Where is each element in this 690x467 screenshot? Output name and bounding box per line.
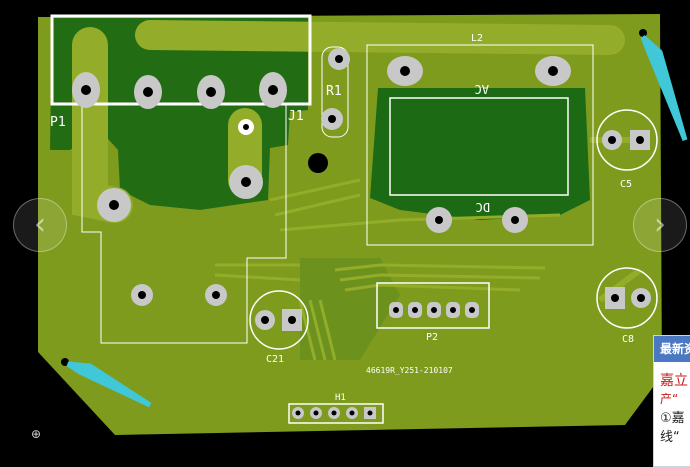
label-dc: DC: [476, 200, 490, 214]
label-j1: J1: [288, 109, 304, 124]
chevron-right-icon: ›: [654, 207, 666, 242]
label-ac: AC: [475, 82, 489, 96]
pcb-outline-left-module: [81, 104, 287, 344]
prev-image-button[interactable]: ‹: [13, 198, 67, 252]
annotation-arrow-bottom-left: [66, 361, 152, 408]
label-c8: C8: [622, 334, 634, 345]
pcb-board-view: P1 J1 R1 L2 AC DC C5 C8 C21 P2 H1 46619R…: [38, 14, 688, 435]
news-title[interactable]: 嘉立: [660, 373, 688, 389]
annotation-arrow-top-right: [640, 35, 688, 141]
label-c21: C21: [266, 354, 284, 365]
c21-outline: [249, 290, 309, 350]
part-number: 46619R_Y251-210107: [366, 366, 453, 375]
mounting-hole: [308, 153, 328, 173]
r1-outline: [321, 46, 349, 138]
p2-outline: [376, 282, 490, 329]
label-p1: P1: [50, 115, 66, 130]
label-p2: P2: [426, 332, 438, 343]
copper-pour-bottom: [300, 258, 400, 360]
c5-outline: [596, 109, 658, 171]
news-panel[interactable]: 最新资 嘉立 产“ ①嘉 线“: [653, 335, 690, 467]
next-image-button[interactable]: ›: [633, 198, 687, 252]
label-c5: C5: [620, 179, 632, 190]
news-subtitle: 产“: [660, 392, 679, 406]
news-panel-header: 最新资: [654, 336, 690, 362]
ac-dc-module-outline: [389, 97, 569, 196]
drill-holes: [61, 29, 647, 416]
mounting-hole: [639, 29, 647, 37]
l2-outline: [366, 44, 594, 246]
chevron-left-icon: ‹: [34, 207, 46, 242]
trace-top-wide: [135, 20, 625, 55]
label-l2: L2: [471, 33, 483, 44]
label-r1: R1: [326, 84, 342, 99]
label-h1: H1: [335, 393, 346, 403]
h1-outline: [288, 403, 384, 424]
c8-outline: [596, 267, 658, 329]
trace-bus: [214, 178, 561, 361]
news-item[interactable]: ①嘉: [660, 411, 685, 426]
news-item[interactable]: 线“: [660, 430, 680, 445]
copper-pour-right: [370, 88, 590, 220]
connector-outline: [50, 14, 312, 106]
mounting-hole: [61, 358, 69, 366]
crosshair-icon: ⊕: [31, 427, 42, 441]
